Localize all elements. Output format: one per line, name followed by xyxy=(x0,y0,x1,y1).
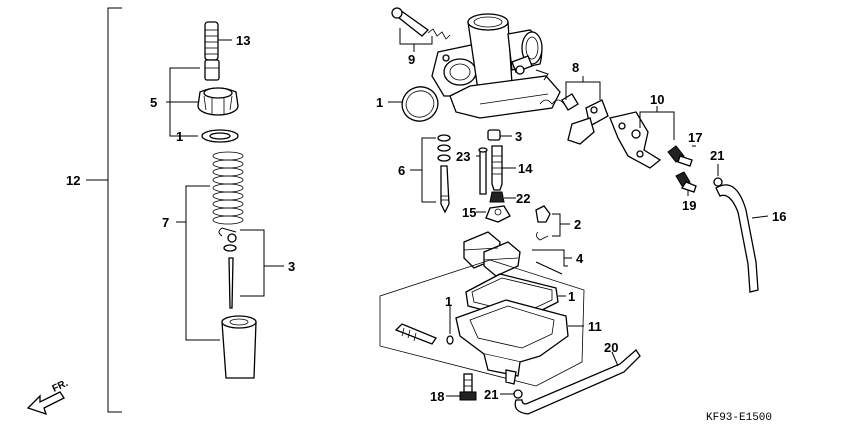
part-screw-19 xyxy=(675,171,697,196)
callout-9: 9 xyxy=(408,52,415,67)
callout-19: 19 xyxy=(682,198,696,213)
callout-20: 20 xyxy=(604,340,618,355)
part-washer xyxy=(201,129,239,143)
part-vent-hose xyxy=(713,164,769,293)
front-direction-arrow: FR. xyxy=(26,378,70,416)
part-lock-nut xyxy=(204,59,220,81)
part-jet-holder xyxy=(491,145,516,191)
callout-22: 22 xyxy=(516,191,530,206)
part-drain-screw xyxy=(394,306,454,345)
part-jet-holder-top xyxy=(487,129,512,141)
part-float-bowl xyxy=(455,299,584,385)
part-spring xyxy=(212,151,244,225)
callout-10: 10 xyxy=(650,92,664,107)
callout-5: 5 xyxy=(150,95,157,110)
part-cable-bracket xyxy=(609,106,675,169)
callout-14: 14 xyxy=(518,161,533,176)
callout-1-ring-left: 1 xyxy=(176,129,183,144)
direction-label: FR. xyxy=(51,378,70,395)
callout-21-bottom: 21 xyxy=(484,387,498,402)
diagram-code: KF93-E1500 xyxy=(706,412,772,424)
part-float xyxy=(463,231,572,277)
part-jet-needle xyxy=(218,227,237,309)
part-mixture-screw xyxy=(410,134,451,214)
callout-15: 15 xyxy=(462,205,476,220)
callout-2: 2 xyxy=(574,217,581,232)
part-o-ring xyxy=(388,86,439,122)
callout-8: 8 xyxy=(572,60,579,75)
callout-17: 17 xyxy=(688,130,702,145)
callout-21-top: 21 xyxy=(710,148,724,163)
bowl-outline xyxy=(379,259,585,387)
part-bowl-screw xyxy=(446,373,477,401)
part-pilot-screw xyxy=(391,7,451,52)
callout-3-jet-top: 3 xyxy=(515,129,522,144)
part-top-cap xyxy=(197,87,239,116)
callout-1-bowl-small: 1 xyxy=(445,294,452,309)
part-screw-17 xyxy=(667,145,696,167)
callout-4: 4 xyxy=(576,251,584,266)
part-throttle-screw xyxy=(204,21,232,61)
callout-6: 6 xyxy=(398,163,405,178)
callout-23: 23 xyxy=(456,149,470,164)
part-needle-jet xyxy=(476,147,488,195)
callout-1-gasket-right: 1 xyxy=(568,289,575,304)
bracket-12 xyxy=(86,7,122,413)
part-float-valve xyxy=(535,205,570,241)
callout-16: 16 xyxy=(772,209,786,224)
part-bowl-gasket xyxy=(465,273,566,321)
part-choke-lever xyxy=(539,76,609,145)
part-throttle-valve xyxy=(221,315,257,379)
callout-3-needle-clip: 3 xyxy=(288,259,295,274)
callout-11: 11 xyxy=(588,319,602,334)
part-carburetor-body xyxy=(431,13,561,119)
part-drain-tube xyxy=(500,349,641,415)
callout-7: 7 xyxy=(162,215,169,230)
callout-13: 13 xyxy=(236,33,250,48)
part-main-jet xyxy=(489,191,516,203)
callout-12: 12 xyxy=(66,173,80,188)
callout-18: 18 xyxy=(430,389,444,404)
part-slow-jet xyxy=(476,205,511,223)
bracket-7 xyxy=(185,185,220,341)
bracket-3 xyxy=(240,229,265,297)
callout-1-oring-body: 1 xyxy=(376,95,383,110)
